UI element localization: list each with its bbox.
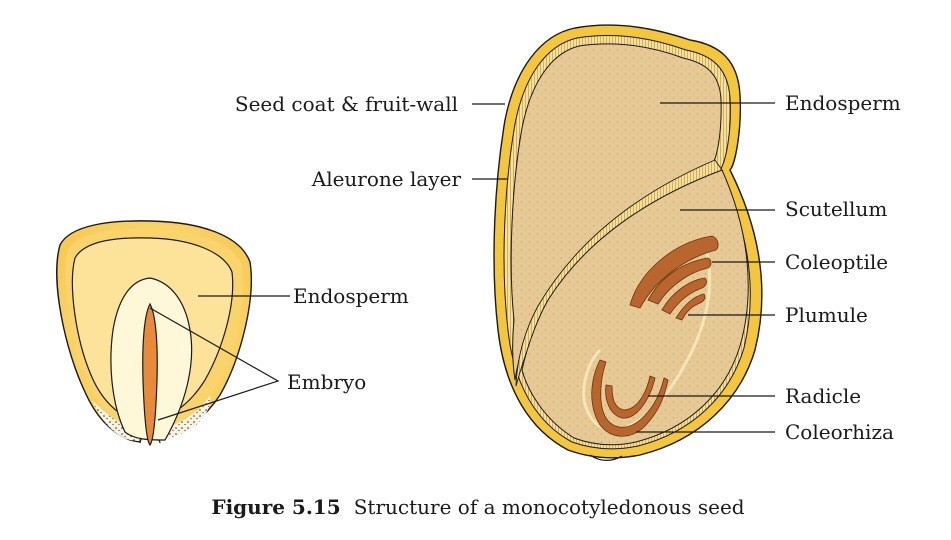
label-coleorhiza: Coleorhiza (785, 420, 894, 444)
label-aleurone-layer: Aleurone layer (311, 167, 462, 191)
left-seed (56, 220, 252, 446)
label-scutellum: Scutellum (785, 197, 887, 221)
leader-lines (149, 102, 775, 433)
label-seed-coat: Seed coat & fruit-wall (235, 92, 458, 116)
coleoptile (629, 235, 719, 309)
plumule-inner (675, 293, 706, 321)
label-plumule: Plumule (785, 303, 868, 327)
figure-caption: Figure 5.15 Structure of a monocotyledon… (211, 495, 744, 519)
label-coleoptile: Coleoptile (785, 250, 888, 274)
label-radicle: Radicle (785, 384, 861, 408)
caption-text: Structure of a monocotyledonous seed (354, 495, 745, 519)
label-endosperm-left: Endosperm (293, 284, 409, 308)
label-endosperm-right: Endosperm (785, 91, 901, 115)
seed-base (589, 454, 623, 461)
coleoptile-inner (647, 257, 712, 305)
right-seed (493, 24, 763, 461)
radicle (605, 375, 656, 419)
left-embryo (142, 302, 158, 446)
caption-figure-number: Figure 5.15 (211, 495, 340, 519)
plumule (661, 277, 707, 315)
scutellum-region (521, 169, 749, 446)
coleorhiza (591, 359, 669, 437)
left-seed-base-dots (92, 396, 211, 442)
label-embryo: Embryo (287, 370, 366, 394)
embryo-outline (582, 244, 712, 432)
